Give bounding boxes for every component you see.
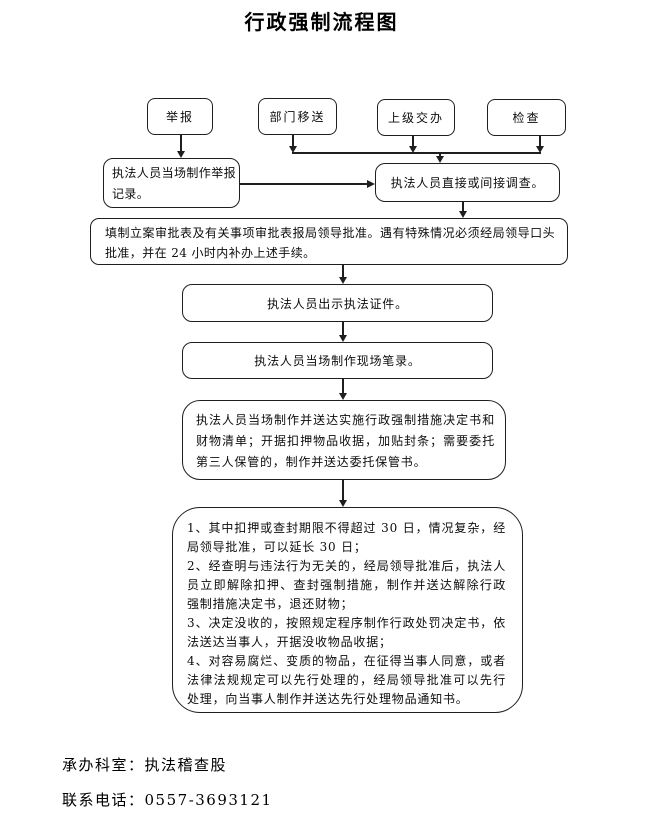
arrow-bus-to-investigation-icon [436,156,444,163]
arrow-inspection-to-bus-icon [536,146,544,153]
rule-item-1: 1、其中扣押或查封期限不得超过 30 日，情况复杂，经局领导批准，可以延长 30… [187,521,506,554]
node-site-record: 执法人员当场制作现场笔录。 [182,342,493,379]
bus-line [292,152,541,154]
line-department-down [292,134,294,147]
rule-item-3: 3、决定没收的，按照规定程序制作行政处罚决定书，依法送达当事人，开据没收物品收据… [187,616,506,649]
line-investigation-down [462,202,464,212]
rule-item-4: 4、对容易腐烂、变质的物品，在征得当事人同意，或者法律法规规定可以先行处理的，经… [187,654,506,706]
rule-item-2: 2、经查明与违法行为无关的，经局领导批准后，执法人员立即解除扣押、查封强制措施，… [187,559,506,611]
footer-phone-label: 联系电话： [62,791,145,809]
footer-phone-value: 0557-3693121 [144,791,273,809]
arrow-department-to-bus-icon [289,146,297,153]
arrow-investigation-to-approval-icon [459,211,467,218]
line-record-to-investigation [240,183,368,185]
arrow-decision-to-rules-icon [339,500,347,507]
node-coercive-measure-decision: 执法人员当场制作并送达实施行政强制措施决定书和财物清单；开据扣押物品收据，加贴封… [182,400,506,480]
node-investigation: 执法人员直接或间接调查。 [375,163,560,202]
line-inspection-down [539,136,541,147]
line-siterecord-down [342,379,344,394]
node-rules: 1、其中扣押或查封期限不得超过 30 日，情况复杂，经局领导批准，可以延长 30… [172,507,523,713]
node-department-transfer: 部门移送 [258,98,337,135]
node-report: 举报 [147,98,213,135]
arrow-record-to-investigation-icon [367,180,375,188]
line-bus-down [439,152,441,157]
node-case-approval: 填制立案审批表及有关事项审批表报局领导批准。遇有特殊情况必须经局领导口头批准，并… [90,218,568,265]
arrow-approval-to-credentials-icon [339,277,347,284]
line-report-down [180,134,182,152]
line-credentials-down [342,322,344,336]
arrow-report-to-record-icon [177,151,185,158]
node-report-record: 执法人员当场制作举报记录。 [103,158,240,208]
page-title: 行政强制流程图 [244,10,399,34]
node-superior-assignment: 上级交办 [377,99,455,136]
footer-phone: 联系电话：0557-3693121 [62,789,273,810]
arrow-superior-to-bus-icon [409,146,417,153]
arrow-credentials-to-siterecord-icon [339,335,347,342]
line-approval-down [342,265,344,278]
line-decision-down [342,480,344,501]
arrow-siterecord-to-decision-icon [339,393,347,400]
node-show-credentials: 执法人员出示执法证件。 [182,284,493,322]
line-superior-down [412,136,414,147]
footer-department-value: 执法稽查股 [144,756,228,774]
footer-department: 承办科室：执法稽查股 [62,754,227,775]
node-inspection: 检查 [487,99,566,136]
footer-department-label: 承办科室： [62,756,145,774]
